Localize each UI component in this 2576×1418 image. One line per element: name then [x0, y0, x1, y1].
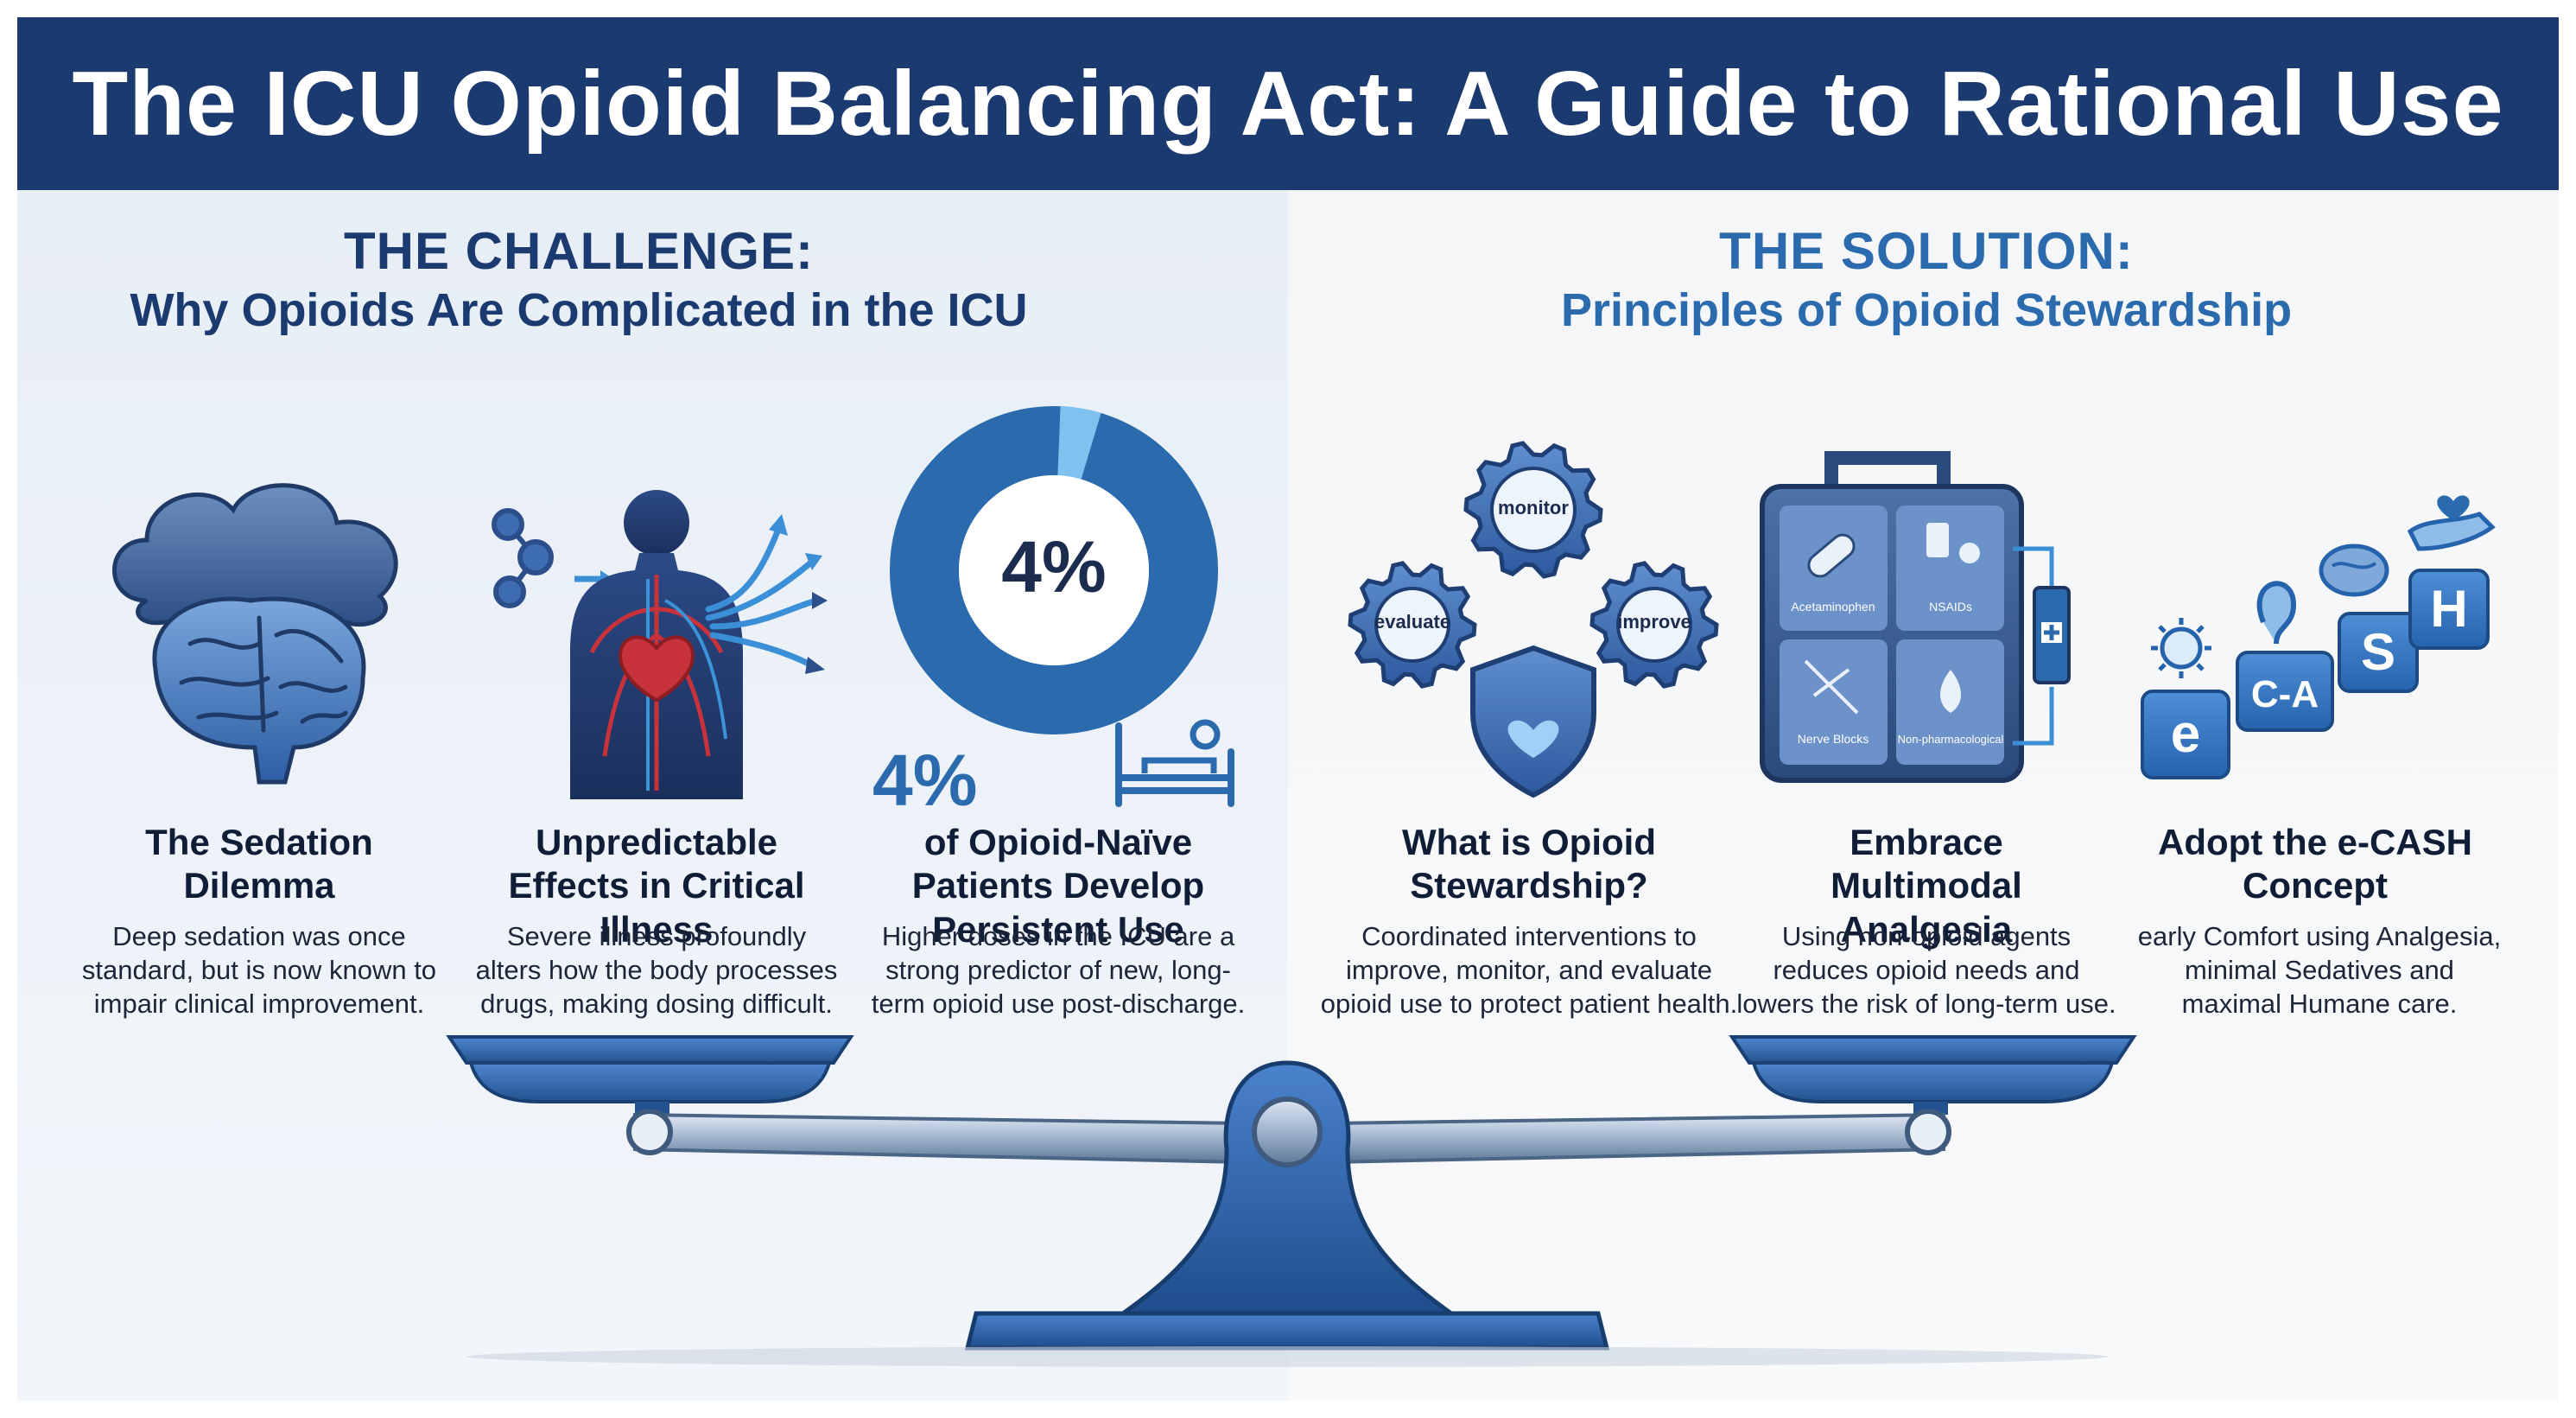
card-text-ecash: early Comfort using Analgesia, minimal S…: [2137, 921, 2502, 1019]
scale-pan-left: [446, 1035, 854, 1115]
ecash-block-ca: C-A: [2251, 673, 2319, 715]
solution-panel: [1288, 190, 2559, 1401]
card-text-unpredictable: Severe illness profoundly alters how the…: [475, 921, 838, 1019]
challenge-title: THE CHALLENGE: Why Opioids Are Complicat…: [35, 220, 1123, 339]
donut-slice-percent: [1056, 406, 1101, 480]
gear-label-monitor: monitor: [1498, 497, 1569, 518]
card-text-sedation: Deep sedation was once standard, but is …: [81, 921, 437, 1019]
molecule-icon: [492, 508, 554, 608]
ecash-block-e: e: [2171, 704, 2200, 764]
solution-subheading: Principles of Opioid Stewardship: [1560, 284, 2293, 336]
solution-heading: THE SOLUTION:: [1719, 222, 2134, 280]
card-title-unpredictable: Unpredictable Effects in Critical Illnes…: [508, 822, 805, 950]
page-title: The ICU Opioid Balancing Act: A Guide to…: [72, 52, 2504, 155]
card-title-multimodal: Embrace Multimodal Analgesia: [1830, 822, 2022, 950]
scale-base: [964, 1311, 1610, 1351]
card-text-persistent-use: Higher doses in the ICU are a strong pre…: [871, 921, 1246, 1019]
challenge-heading: THE CHALLENGE:: [344, 222, 814, 280]
stat-percent: 4%: [872, 740, 978, 821]
heart-icon: [1507, 720, 1559, 758]
brain-cloud-icon: [112, 483, 398, 785]
challenge-subheading: Why Opioids Are Complicated in the ICU: [130, 284, 1028, 336]
gear-right-hub: [1616, 587, 1692, 663]
shield-icon: [1470, 645, 1596, 798]
card-title-stewardship: What is Opioid Stewardship?: [1402, 822, 1656, 906]
header-banner: The ICU Opioid Balancing Act: A Guide to…: [17, 17, 2559, 190]
gear-label-evaluate: evaluate: [1374, 611, 1450, 633]
card-text-stewardship: Coordinated interventions to improve, mo…: [1320, 921, 1738, 1019]
donut-label: 4%: [1001, 526, 1106, 607]
stewardship-gears-icon: monitor evaluate improve: [1348, 441, 1719, 798]
card-text-multimodal: Using non-opioid agents reduces opioid n…: [1736, 921, 2116, 1019]
donut-ring: [890, 406, 1218, 734]
kit-label-acetaminophen: Acetaminophen: [1791, 600, 1875, 614]
ear-icon: [2256, 581, 2297, 645]
ecash-block-s: S: [2361, 623, 2395, 681]
ecash-block-h: H: [2430, 580, 2467, 638]
gear-top-hub: [1490, 467, 1577, 553]
gear-left-hub: [1374, 587, 1450, 663]
card-title-persistent-use: of Opioid-Naïve Patients Develop Persist…: [911, 822, 1205, 950]
hospital-bed-icon: [1115, 719, 1234, 807]
kit-label-nsaids: NSAIDs: [1929, 600, 1972, 614]
sun-icon: [2151, 618, 2211, 678]
scale-pan-right: [1729, 1035, 2137, 1115]
ecash-blocks-icon: e C-A S H: [2141, 495, 2496, 779]
kit-label-nerve-blocks: Nerve Blocks: [1798, 732, 1869, 746]
medical-kit-icon: Acetaminophen NSAIDs Nerve Blocks Non-ph…: [1760, 451, 2071, 783]
gear-label-improve: improve: [1617, 611, 1691, 633]
infographic: The ICU Opioid Balancing Act: A Guide to…: [17, 17, 2559, 1401]
gear-icon: [1348, 441, 1719, 689]
kit-label-non-pharmacological: Non-pharmacological: [1898, 733, 2004, 746]
brain-icon: [2319, 544, 2389, 597]
hand-heart-icon: [2407, 512, 2496, 551]
solution-title: THE SOLUTION: Principles of Opioid Stewa…: [1469, 220, 2384, 339]
body-circulation-icon: [492, 490, 828, 799]
donut-chart: 4%: [890, 406, 1218, 734]
card-title-ecash: Adopt the e-CASH Concept: [2158, 822, 2472, 906]
card-title-sedation: The Sedation Dilemma: [145, 822, 373, 906]
